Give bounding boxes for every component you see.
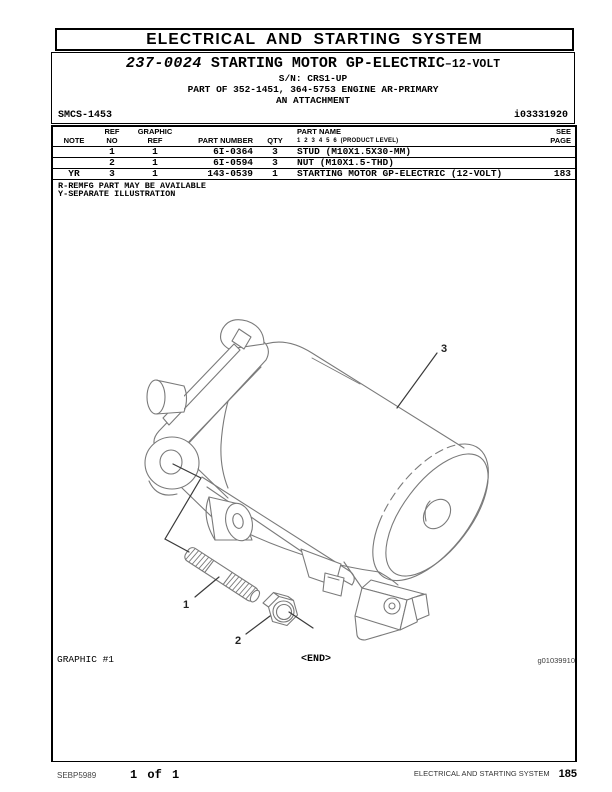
cell-see-page: 183 (527, 168, 575, 180)
group-title: STARTING MOTOR GP-ELECTRIC (201, 55, 445, 72)
page-footer: SEBP5989 1 of 1 ELECTRICAL AND STARTING … (0, 768, 612, 786)
part-row: 2 1 6I-0594 3 NUT (M10X1.5-THD) (53, 157, 575, 169)
table-footnotes: R-REMFG PART MAY BE AVAILABLE Y-SEPARATE… (53, 180, 575, 199)
col-header-note: NOTE (53, 126, 95, 147)
graphic-label: GRAPHIC #1 (57, 654, 115, 665)
cell-ref-no: 1 (95, 146, 129, 158)
part-row: 1 1 6I-0364 3 STUD (M10X1.5X30-MM) (53, 146, 575, 158)
graphic-id: g01039910 (537, 656, 575, 665)
document-id: SEBP5989 (57, 771, 97, 780)
product-level-subheader: 1 2 3 4 5 6 (PRODUCT LEVEL) (297, 137, 399, 144)
cell-ref-no: 2 (95, 157, 129, 169)
smcs-code: SMCS-1453 (58, 110, 113, 121)
cell-note: YR (53, 168, 95, 180)
footnote-separate-illustration: Y-SEPARATE ILLUSTRATION (58, 189, 176, 199)
col-header-part-number: PART NUMBER (181, 126, 257, 147)
cell-qty: 3 (257, 146, 293, 158)
cell-part-number: 6I-0594 (181, 157, 257, 169)
cell-ref-no: 3 (95, 168, 129, 180)
serial-number-line: S/N: CRS1-UP (278, 73, 348, 84)
footnote-remfg: R-REMFG PART MAY BE AVAILABLE (58, 181, 206, 191)
footer-right-group: ELECTRICAL AND STARTING SYSTEM 185 (414, 768, 577, 780)
group-part-number: 237-0024 (125, 55, 202, 72)
cell-part-name: STUD (M10X1.5X30-MM) (293, 146, 527, 158)
attachment-line: AN ATTACHMENT (275, 95, 351, 106)
col-header-qty: QTY (257, 126, 293, 147)
cell-qty: 1 (257, 168, 293, 180)
part-row: YR 3 1 143-0539 1 STARTING MOTOR GP-ELEC… (53, 168, 575, 180)
footer-page-number: 185 (558, 768, 577, 780)
page-indicator: 1 of 1 (130, 768, 180, 782)
cell-graphic-ref: 1 (129, 168, 181, 180)
group-voltage: –12-VOLT (444, 58, 501, 71)
graphic-caption-row: GRAPHIC #1 <END> g01039910 (57, 654, 575, 666)
cell-see-page (527, 157, 575, 169)
cell-note (53, 146, 95, 158)
cell-part-name: STARTING MOTOR GP-ELECTRIC (12-VOLT) (293, 168, 527, 180)
cell-note (53, 157, 95, 169)
media-id: i03331920 (513, 110, 568, 121)
group-title-line: 237-0024 STARTING MOTOR GP-ELECTRIC–12-V… (52, 55, 574, 73)
title-meta-row: SMCS-1453 i03331920 (52, 110, 574, 121)
footer-section-title: ELECTRICAL AND STARTING SYSTEM (413, 769, 550, 778)
cell-part-number: 6I-0364 (181, 146, 257, 158)
cell-part-number: 143-0539 (181, 168, 257, 180)
cell-qty: 3 (257, 157, 293, 169)
cell-part-name: NUT (M10X1.5-THD) (293, 157, 527, 169)
cell-see-page (527, 146, 575, 158)
end-marker: <END> (300, 654, 332, 665)
title-block: 237-0024 STARTING MOTOR GP-ELECTRIC–12-V… (51, 52, 575, 124)
system-header-title: ELECTRICAL AND STARTING SYSTEM (146, 30, 483, 48)
cell-graphic-ref: 1 (129, 157, 181, 169)
system-header-box: ELECTRICAL AND STARTING SYSTEM (55, 28, 574, 51)
part-of-line: PART OF 352-1451, 364-5753 ENGINE AR-PRI… (187, 84, 439, 95)
cell-graphic-ref: 1 (129, 146, 181, 158)
